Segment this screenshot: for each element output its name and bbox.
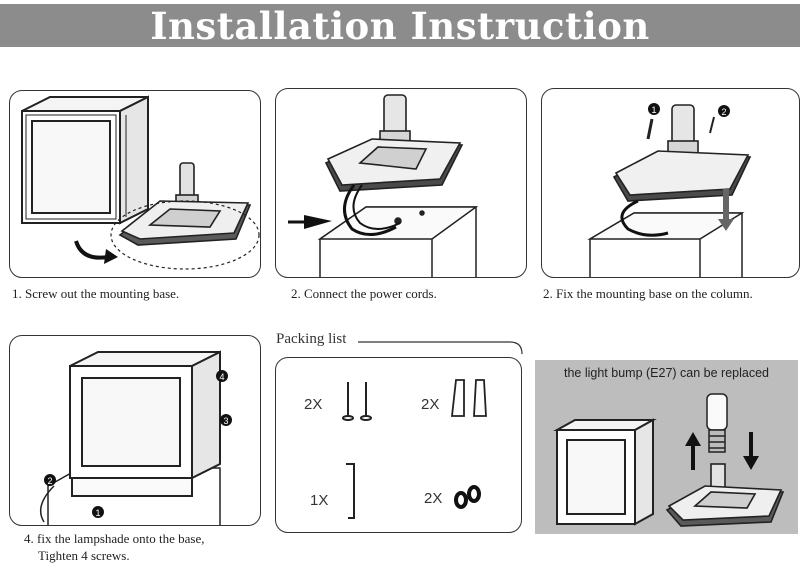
packing-list-illustration [342, 379, 487, 519]
step-2-panel [275, 88, 527, 278]
hex-key-icon [39, 485, 55, 523]
step-3-caption: 2. Fix the mounting base on the column. [543, 286, 753, 301]
screw-icon [342, 382, 372, 421]
callout-1-marker [92, 506, 104, 518]
arrow-icon [304, 215, 332, 229]
mounting-base [324, 94, 464, 192]
screw-quantity: 2X [304, 396, 323, 413]
packing-list-title: Packing list [276, 331, 347, 347]
step-4-panel: 4 3 2 1 [9, 335, 261, 526]
packing-list-frame-decoration [358, 341, 523, 355]
rubber-ring-quantity: 2X [424, 490, 443, 507]
hex-key-icon [346, 463, 355, 519]
step-2-caption: 2. Connect the power cords. [291, 286, 437, 301]
replace-note-panel: the light bump (E27) can be replaced [535, 360, 798, 534]
callout-2-label: 2 [47, 476, 52, 486]
arrow-icon [685, 432, 759, 470]
column-top [317, 206, 479, 277]
column-top [587, 212, 745, 277]
callout-1-label: 1 [95, 508, 100, 518]
hex-key-quantity: 1X [310, 492, 329, 509]
step-4-caption-line-2: Tighten 4 screws. [38, 548, 130, 563]
dashed-outline [110, 200, 260, 270]
bulb-icon [706, 393, 728, 453]
step-3-illustration: 1 2 [587, 103, 752, 277]
mounting-base [665, 463, 785, 527]
title-banner: Installation Instruction [0, 4, 800, 48]
wall-anchor-icon [450, 379, 487, 417]
callout-2-label: 2 [721, 107, 726, 117]
lampshade [553, 418, 657, 526]
replace-note-label: the light bump (E27) can be replaced [564, 366, 769, 380]
step-4-illustration: 4 3 2 1 [39, 350, 232, 525]
mounting-base [118, 162, 252, 246]
power-cord [620, 199, 669, 237]
rubber-ring-icon [454, 485, 481, 509]
callout-4-marker [216, 370, 228, 382]
callout-2-marker [44, 474, 56, 486]
wall-anchor-quantity: 2X [421, 396, 440, 413]
callout-3-label: 3 [223, 416, 228, 426]
step-4-caption-line-1: 4. fix the lampshade onto the base, [24, 531, 205, 546]
callout-1-marker [648, 103, 660, 115]
screw-icon [709, 116, 715, 134]
lampshade [69, 350, 221, 497]
step-2-illustration [288, 94, 479, 277]
callout-1-label: 1 [651, 105, 656, 115]
callout-3-marker [220, 414, 232, 426]
step-1-illustration [21, 95, 260, 270]
callout-4-label: 4 [219, 372, 224, 382]
arrow-icon [74, 240, 109, 260]
page-title: Installation Instruction [150, 4, 650, 48]
step-1-caption: 1. Screw out the mounting base. [12, 286, 180, 301]
packing-list-panel: 2X 2X 1X 2X [275, 357, 522, 533]
lampshade [21, 95, 149, 225]
mounting-base [612, 104, 752, 202]
power-cord [343, 184, 397, 236]
screw-icon [646, 118, 654, 140]
callout-2-marker [718, 105, 730, 117]
step-1-panel [9, 90, 261, 278]
replace-note-illustration [553, 393, 785, 527]
step-3-panel: 1 2 [541, 88, 800, 278]
